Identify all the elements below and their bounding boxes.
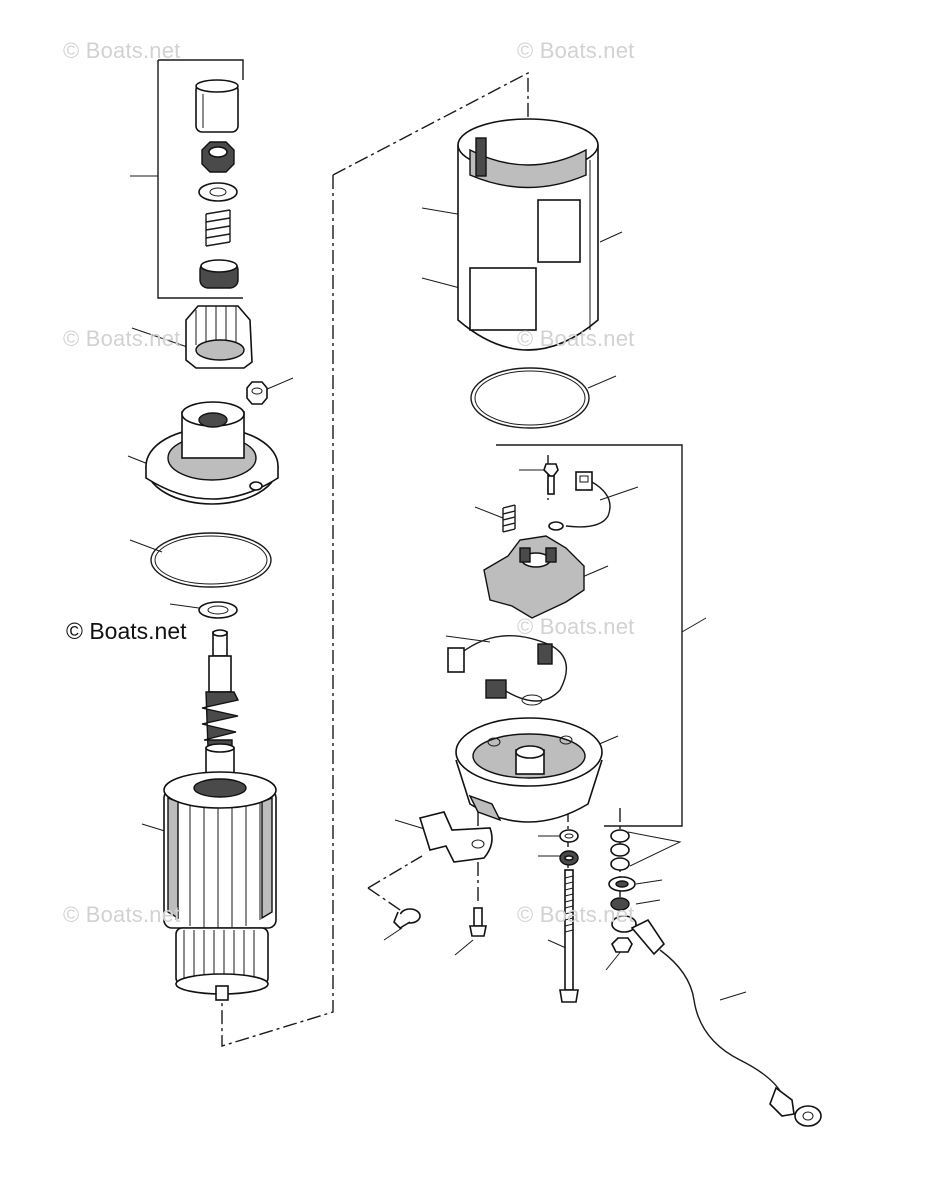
assembly-line-bolt <box>367 887 407 915</box>
brush-set <box>447 635 568 706</box>
armature-washer <box>198 601 238 619</box>
thru-bolt-washer-a <box>559 829 579 843</box>
leader-oring-upper <box>587 375 617 389</box>
bracket-bolt <box>393 908 421 930</box>
leader-oring-lower <box>129 539 163 553</box>
battery-cable <box>611 915 822 1127</box>
terminal-bolt <box>543 463 559 495</box>
pinion-gear <box>185 305 253 369</box>
armature <box>163 629 277 1001</box>
leader-end-cap-kit <box>681 617 707 633</box>
leader-lock-washer <box>635 899 661 905</box>
housing-nut <box>246 381 268 405</box>
watermark: © Boats.net <box>63 326 181 351</box>
leader-bolt <box>383 927 403 941</box>
watermark: © Boats.net <box>517 38 635 63</box>
drive-housing <box>145 401 279 505</box>
leader-thru-bolt <box>547 939 567 949</box>
bracket-frame-drive-top <box>158 59 244 80</box>
motor-frame <box>457 118 599 351</box>
watermark: © Boats.net <box>63 38 181 63</box>
pinion-cap <box>195 79 239 133</box>
lead-wire <box>548 471 611 531</box>
assembly-line-bracket <box>367 855 423 889</box>
bracket-frame-end-cap <box>496 444 683 827</box>
leader-terminal-nut <box>605 949 623 971</box>
spring-collar <box>199 259 239 289</box>
mounting-bracket <box>418 811 493 863</box>
watermark: © Boats.net <box>63 902 181 927</box>
leader-spring <box>474 506 504 519</box>
commutator-end-cap <box>455 717 603 823</box>
washer-stack <box>608 829 636 953</box>
leader-washer-group <box>627 831 682 867</box>
drive-nut <box>201 141 235 173</box>
bracket-screw <box>469 907 487 937</box>
leader-frame <box>599 231 623 243</box>
watermark-primary: © Boats.net <box>64 618 189 645</box>
watermark: © Boats.net <box>517 614 635 639</box>
leader-cable <box>719 991 747 1001</box>
watermark: © Boats.net <box>517 902 635 927</box>
thrust-washer <box>198 182 238 202</box>
leader-screw <box>454 939 474 956</box>
thru-bolt <box>559 869 579 1003</box>
watermark: © Boats.net <box>517 326 635 351</box>
leader-insulator <box>635 879 663 885</box>
brush-spring <box>502 504 516 533</box>
brush-holder <box>483 535 585 619</box>
oring-lower <box>150 532 272 588</box>
assembly-line-left <box>221 175 334 1047</box>
bracket-frame-drive <box>157 60 243 299</box>
thru-bolt-washer-b <box>559 850 579 866</box>
leader-lead-wire <box>599 486 639 501</box>
leader-nut <box>264 377 294 391</box>
drive-spring <box>205 209 231 247</box>
oring-upper <box>470 367 590 429</box>
